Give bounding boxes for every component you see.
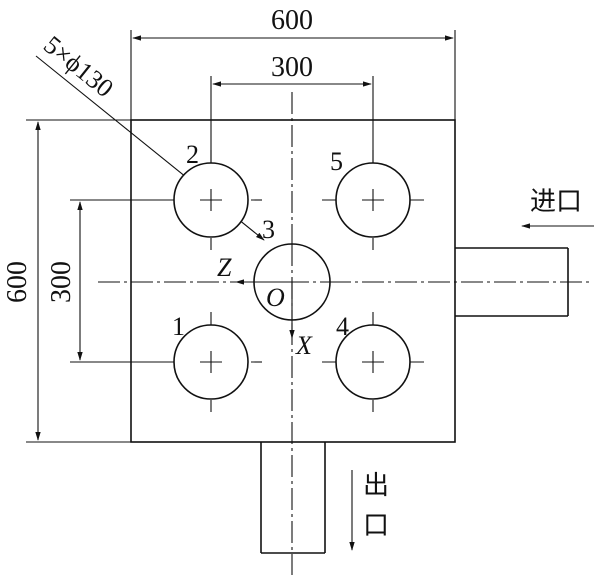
dim-left-height-label: 600: [2, 261, 33, 303]
hole-label-5: 5: [330, 147, 343, 176]
hole-4: [322, 312, 424, 412]
hole-1: [163, 312, 262, 412]
hole-spec-label: 5×ϕ130: [38, 30, 119, 103]
outlet-pipe: [260, 442, 326, 554]
dim-inner-width-label: 300: [271, 52, 313, 83]
box-outline: [130, 119, 456, 443]
dim-top-width-label: 600: [271, 5, 313, 36]
hole-label-4: 4: [336, 312, 349, 341]
outlet-label-bottom: 口: [363, 511, 389, 541]
z-axis-label: Z: [217, 253, 232, 282]
hole-2: [163, 150, 262, 250]
hole-5: [322, 150, 424, 250]
dim-inner-height-label: 300: [46, 261, 77, 303]
outlet-label-top: 出: [363, 471, 389, 501]
hole-label-3: 3: [262, 215, 275, 244]
inlet-label: 进口: [530, 187, 582, 217]
hole-label-2: 2: [186, 140, 199, 169]
origin-label: O: [266, 283, 285, 312]
x-axis-label: X: [295, 331, 313, 360]
hole-label-1: 1: [172, 312, 185, 341]
